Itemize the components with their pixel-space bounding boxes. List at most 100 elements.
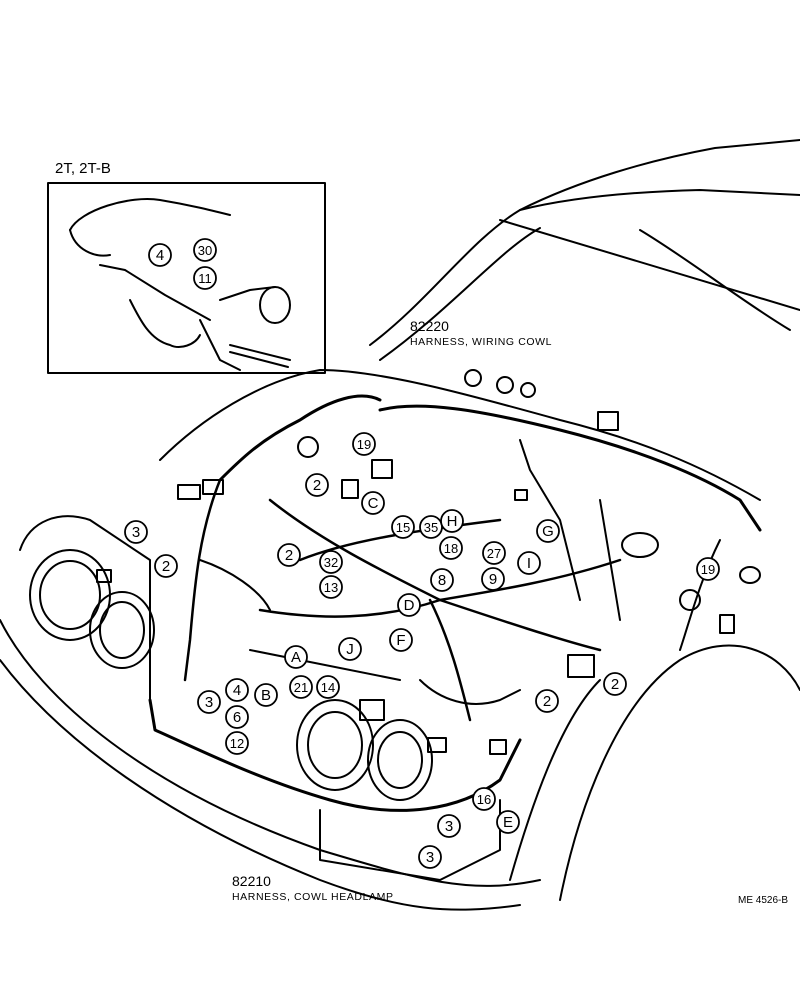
callout-text: 27 [487, 546, 501, 561]
headlamp-right-outer [296, 699, 374, 791]
callout-text: 14 [321, 680, 335, 695]
callout-text: 2 [611, 676, 619, 693]
callout-text: 19 [701, 562, 715, 577]
callout-18: 18 [439, 536, 463, 560]
part-description-cowl: HARNESS, WIRING COWL [410, 336, 553, 348]
figure-reference: ME 4526-B [738, 895, 789, 906]
callout-30: 30 [193, 238, 217, 262]
part-number-headlamp: 82210 [232, 873, 271, 889]
callout-text: 19 [357, 437, 371, 452]
callout-I: I [517, 551, 541, 575]
roof-line [519, 189, 800, 211]
callout-9: 9 [481, 567, 505, 591]
callout-6: 6 [225, 705, 249, 729]
callout-4: 4 [148, 243, 172, 267]
inset-frame [47, 182, 326, 374]
front-bumper [0, 619, 541, 887]
hood-opening [159, 369, 761, 501]
callout-32: 32 [319, 550, 343, 574]
callout-text: 9 [489, 571, 497, 588]
callout-J: J [338, 637, 362, 661]
callout-text: I [527, 555, 531, 572]
callout-text: 30 [198, 243, 212, 258]
callout-14: 14 [316, 675, 340, 699]
callout-text: 12 [230, 736, 244, 751]
callout-text: C [368, 495, 379, 512]
callout-16: 16 [472, 787, 496, 811]
callout-B: B [254, 683, 278, 707]
callout-12: 12 [225, 731, 249, 755]
callout-E: E [496, 810, 520, 834]
callout-text: 16 [477, 792, 491, 807]
callout-8: 8 [430, 568, 454, 592]
headlamp-right-inner [367, 719, 433, 801]
callout-text: 2 [313, 477, 321, 494]
callout-3: 3 [418, 845, 442, 869]
callout-text: E [503, 814, 513, 831]
headlamp-harness-main [148, 698, 522, 812]
callout-G: G [536, 519, 560, 543]
callout-3: 3 [197, 690, 221, 714]
callout-A: A [284, 645, 308, 669]
callout-text: 6 [233, 709, 241, 726]
inset-hand [69, 198, 231, 231]
headlamp-left-outer [29, 549, 111, 641]
callout-27: 27 [482, 541, 506, 565]
part-number-cowl: 82220 [410, 318, 449, 334]
callout-35: 35 [419, 515, 443, 539]
callout-2: 2 [535, 689, 559, 713]
callout-text: 35 [424, 520, 438, 535]
right-fender [559, 644, 800, 901]
callout-text: 32 [324, 555, 338, 570]
callout-text: 15 [396, 520, 410, 535]
callout-2: 2 [305, 473, 329, 497]
callout-text: 4 [156, 247, 164, 264]
callout-F: F [389, 628, 413, 652]
callout-3: 3 [437, 814, 461, 838]
callout-13: 13 [319, 575, 343, 599]
callout-21: 21 [289, 675, 313, 699]
callout-text: 11 [198, 271, 212, 286]
callout-2: 2 [154, 554, 178, 578]
callout-text: 3 [205, 694, 213, 711]
callout-C: C [361, 491, 385, 515]
headlamp-left-inner [89, 591, 155, 669]
callout-text: 2 [162, 558, 170, 575]
callout-text: G [542, 523, 554, 540]
windshield-frame [369, 139, 800, 346]
inset-label: 2T, 2T-B [55, 160, 111, 177]
callout-H: H [440, 509, 464, 533]
callout-3: 3 [124, 520, 148, 544]
callout-text: 2 [285, 547, 293, 564]
callout-text: 8 [438, 572, 446, 589]
callout-11: 11 [193, 266, 217, 290]
callout-text: D [404, 597, 415, 614]
callout-19: 19 [352, 432, 376, 456]
cowl-line [499, 219, 800, 311]
callout-15: 15 [391, 515, 415, 539]
callout-text: 21 [294, 680, 308, 695]
grille-outline [19, 515, 151, 701]
callout-2: 2 [603, 672, 627, 696]
callout-text: B [261, 687, 271, 704]
part-description-headlamp: HARNESS, COWL HEADLAMP [232, 891, 394, 903]
callout-text: F [396, 632, 405, 649]
callout-text: 4 [233, 682, 241, 699]
callout-2: 2 [277, 543, 301, 567]
callout-4: 4 [225, 678, 249, 702]
cowl-harness-main [378, 404, 762, 532]
callout-text: 18 [444, 541, 458, 556]
windshield-inner [379, 227, 541, 361]
callout-text: 13 [324, 580, 338, 595]
callout-text: 3 [132, 524, 140, 541]
callout-text: 3 [445, 818, 453, 835]
callout-text: 2 [543, 693, 551, 710]
callout-19: 19 [696, 557, 720, 581]
callout-text: J [346, 641, 354, 658]
callout-D: D [397, 593, 421, 617]
callout-text: 3 [426, 849, 434, 866]
callout-text: A [291, 649, 301, 666]
